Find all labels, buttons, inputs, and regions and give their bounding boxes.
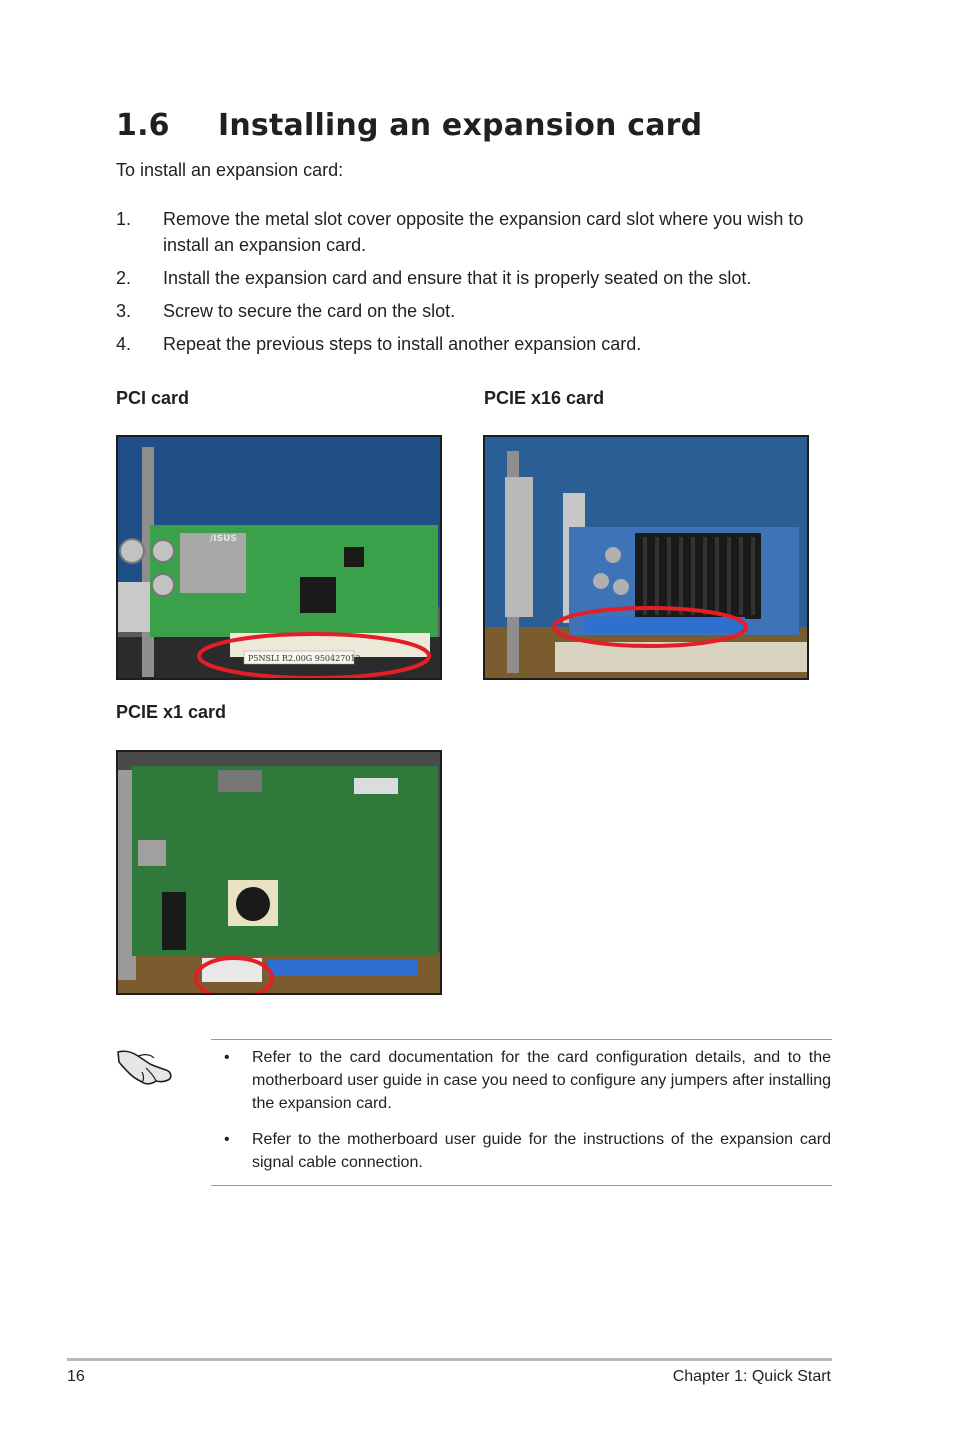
pcie-x16-card-photo [483, 435, 809, 680]
pcie-x1-card-photo [116, 750, 442, 995]
pcie-x16-slot-highlight [552, 606, 748, 648]
footer-rule [67, 1358, 832, 1361]
pcie-x16-card-caption: PCIE x16 card [484, 388, 605, 408]
step-item: 4.Repeat the previous steps to install a… [116, 334, 642, 354]
steps-list: 1.Remove the metal slot cover opposite t… [116, 206, 816, 364]
section-number: 1.6 [116, 108, 170, 143]
pci-card-sticker-text: P5NSLI R2.00G 950427012 [248, 654, 361, 663]
note-list: •Refer to the card documentation for the… [211, 1046, 831, 1187]
note-top-rule [211, 1039, 832, 1040]
pci-slot-highlight [197, 632, 431, 678]
page-number: 16 [67, 1368, 85, 1385]
pcie-x1-slot-highlight [194, 956, 274, 993]
pcie-x1-card-caption: PCIE x1 card [116, 702, 227, 722]
note-item: •Refer to the motherboard user guide for… [224, 1131, 831, 1171]
chapter-label: Chapter 1: Quick Start [672, 1368, 831, 1385]
note-item: •Refer to the card documentation for the… [224, 1049, 831, 1112]
section-heading: 1.6 Installing an expansion card [116, 108, 702, 143]
hand-pointing-icon [116, 1044, 174, 1091]
intro-text: To install an expansion card: [116, 160, 344, 180]
pci-card-photo: /ISUS P5NSLI R2.00G 950427012 [116, 435, 442, 680]
section-title: Installing an expansion card [218, 108, 703, 143]
step-item: 3.Screw to secure the card on the slot. [116, 301, 456, 321]
note-bottom-rule [211, 1185, 832, 1186]
step-item: 2.Install the expansion card and ensure … [116, 268, 752, 288]
step-item: 1.Remove the metal slot cover opposite t… [116, 209, 804, 255]
pci-card-caption: PCI card [116, 388, 190, 408]
pci-card-logo: /ISUS [210, 534, 237, 544]
